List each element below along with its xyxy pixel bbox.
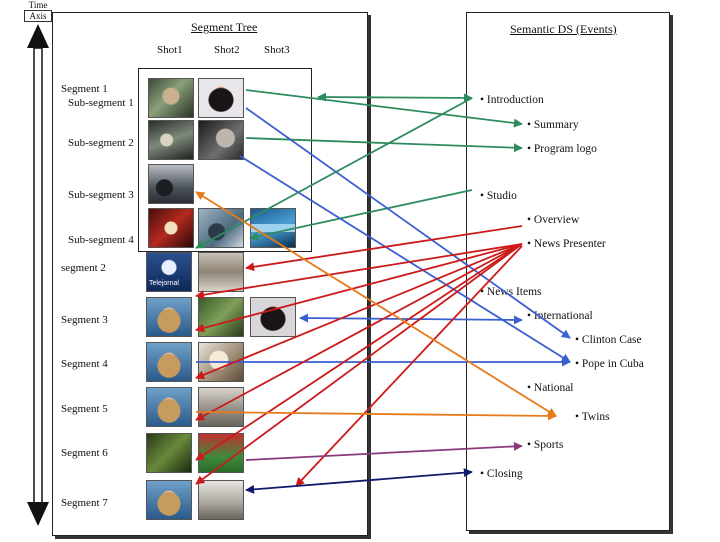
arrow-newspresenter-seg6: [195, 243, 523, 461]
thumb-s1-sub1-shot1: [148, 78, 194, 118]
event-pope-in-cuba: • Pope in Cuba: [575, 358, 644, 370]
time-axis-label: Time Axis: [24, 0, 52, 22]
arrow-newspresenter-seg3: [195, 243, 523, 333]
arrow-national-seg7: [295, 245, 523, 487]
time-axis-down-arrowhead: [27, 502, 49, 526]
thumb-s1-sub2-shot1: [148, 120, 194, 160]
thumb-s1-sub1-shot2: [198, 78, 244, 118]
semantic-ds-title: Semantic DS (Events): [510, 22, 617, 36]
thumb-s1-sub3-shot1: [148, 164, 194, 204]
row-label-segment7: Segment 7: [61, 497, 108, 509]
thumb-seg7-shot2: [198, 480, 244, 520]
row-label-segment5: Segment 5: [61, 403, 108, 415]
row-label-segment6: Segment 6: [61, 447, 108, 459]
column-header-shot3: Shot3: [264, 44, 290, 56]
time-axis-label-line1: Time: [28, 0, 48, 10]
arrow-seg7-closing: [245, 468, 473, 494]
time-axis-label-line2: Axis: [24, 10, 52, 22]
event-program-logo: • Program logo: [527, 143, 597, 155]
arrow-seg6-sports: [245, 441, 523, 461]
event-summary: • Summary: [527, 119, 579, 131]
thumb-seg4-shot1: [146, 342, 192, 382]
column-header-shot2: Shot2: [214, 44, 240, 56]
thumb-seg7-shot1: [146, 480, 192, 520]
row-label-subsegment4: Sub-segment 4: [68, 234, 134, 246]
segment-tree-title: Segment Tree: [191, 20, 258, 34]
thumb-seg6-shot1: [146, 433, 192, 473]
arrow-introduction-subsegment4: [195, 97, 473, 249]
arrow-sub3-twins: [195, 191, 557, 417]
thumb-s1-sub4-shot1: [148, 208, 194, 248]
row-label-subsegment2: Sub-segment 2: [68, 137, 134, 149]
event-sports: • Sports: [527, 439, 564, 451]
event-twins: • Twins: [575, 411, 610, 423]
arrow-subsegment1-summary: [245, 89, 523, 128]
arrow-newspresenter-seg4: [195, 243, 523, 380]
telejornal-logo-text: Telejornal: [149, 280, 179, 287]
event-introduction: • Introduction: [480, 94, 544, 106]
thumb-seg3-shot1: [146, 297, 192, 337]
time-axis-up-arrowhead: [27, 24, 49, 48]
thumb-s1-sub2-shot2: [198, 120, 244, 160]
arrow-segment1-introduction: [317, 92, 473, 103]
thumb-seg2-shot1-logo: Telejornal: [146, 252, 192, 292]
row-label-segment3: Segment 3: [61, 314, 108, 326]
row-label-subsegment1: Sub-segment 1: [68, 97, 134, 109]
thumb-seg5-shot1: [146, 387, 192, 427]
event-closing: • Closing: [480, 468, 523, 480]
column-header-shot1: Shot1: [157, 44, 183, 56]
row-label-segment1: Segment 1: [61, 83, 108, 95]
row-label-segment4: Segment 4: [61, 358, 108, 370]
row-label-segment2: segment 2: [61, 262, 106, 274]
event-clinton-case: • Clinton Case: [575, 334, 642, 346]
row-label-subsegment3: Sub-segment 3: [68, 189, 134, 201]
arrow-seg5-twins: [195, 411, 557, 421]
time-axis: [27, 24, 49, 526]
